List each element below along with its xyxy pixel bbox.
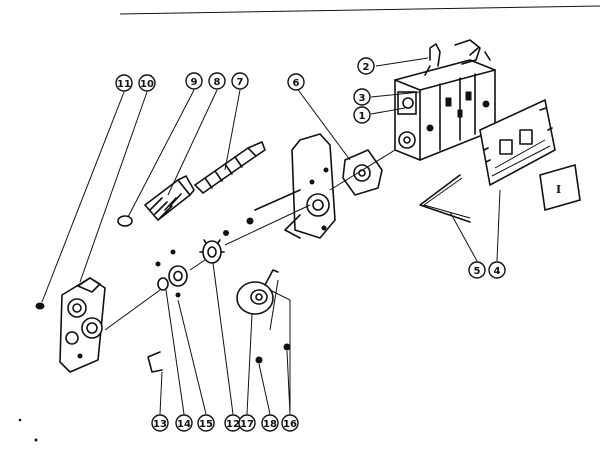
callout-17: 17 <box>238 414 256 432</box>
spring-clip <box>147 351 163 373</box>
svg-text:2: 2 <box>363 62 370 73</box>
mounting-bracket <box>284 133 336 239</box>
rod-leader <box>269 279 279 331</box>
main-housing <box>394 39 496 161</box>
screw-dot-b <box>170 249 176 255</box>
bracket-leader <box>269 289 291 410</box>
screw-dot-a <box>155 261 161 267</box>
svg-text:5: 5 <box>474 266 481 277</box>
washer-14 <box>157 277 169 291</box>
screw-11 <box>35 302 45 310</box>
svg-text:9: 9 <box>191 77 198 88</box>
callout-11: 11 <box>115 74 133 92</box>
svg-text:11: 11 <box>117 79 131 90</box>
callout-13: 13 <box>151 414 169 432</box>
callout-5: 5 <box>468 261 486 279</box>
callout-2: 2 <box>357 57 375 75</box>
callout-15: 15 <box>197 414 215 432</box>
svg-text:3: 3 <box>359 93 366 104</box>
drive-shaft <box>193 141 266 195</box>
svg-text:4: 4 <box>494 266 501 277</box>
circuit-board <box>479 98 556 187</box>
bushing-15 <box>168 265 188 287</box>
bent-rod-inner <box>422 177 471 219</box>
svg-text:16: 16 <box>283 419 297 430</box>
snap-ring-9 <box>117 215 133 227</box>
svg-text:13: 13 <box>153 419 167 430</box>
svg-text:17: 17 <box>240 419 254 430</box>
label-plate-text: I <box>556 183 561 196</box>
callout-9: 9 <box>185 72 203 90</box>
end-plate <box>59 277 106 373</box>
frame-line <box>119 5 601 15</box>
callout-14: 14 <box>175 414 193 432</box>
svg-text:12: 12 <box>226 419 240 430</box>
scan-speck-2 <box>18 418 22 422</box>
pin-rod <box>254 189 301 211</box>
svg-text:18: 18 <box>263 419 277 430</box>
svg-text:14: 14 <box>177 419 191 430</box>
gear-12 <box>199 239 225 264</box>
svg-text:6: 6 <box>293 78 300 89</box>
threaded-sleeve <box>143 174 195 222</box>
flange-plate <box>342 149 383 196</box>
small-bead-2 <box>223 230 229 236</box>
callout-10: 10 <box>138 74 156 92</box>
callout-6: 6 <box>287 73 305 91</box>
label-plate: I <box>539 163 581 212</box>
bent-rod <box>419 174 471 223</box>
svg-text:8: 8 <box>214 77 221 88</box>
callout-leaders <box>41 57 501 415</box>
callout-8: 8 <box>208 72 226 90</box>
assembly-axis <box>104 149 396 331</box>
callout-18: 18 <box>261 414 279 432</box>
callout-7: 7 <box>231 72 249 90</box>
callout-3: 3 <box>353 88 371 106</box>
callout-16: 16 <box>281 414 299 432</box>
callout-1: 1 <box>353 106 371 124</box>
screw-18 <box>255 356 263 364</box>
screw-16-b <box>283 343 291 351</box>
scan-speck <box>34 438 38 442</box>
svg-text:7: 7 <box>237 77 244 88</box>
svg-text:10: 10 <box>140 79 154 90</box>
svg-text:15: 15 <box>199 419 213 430</box>
svg-text:1: 1 <box>359 111 366 122</box>
callout-4: 4 <box>488 261 506 279</box>
screw-dot-c <box>175 292 181 298</box>
small-bead <box>246 217 254 225</box>
cam-knob-17 <box>236 269 279 315</box>
